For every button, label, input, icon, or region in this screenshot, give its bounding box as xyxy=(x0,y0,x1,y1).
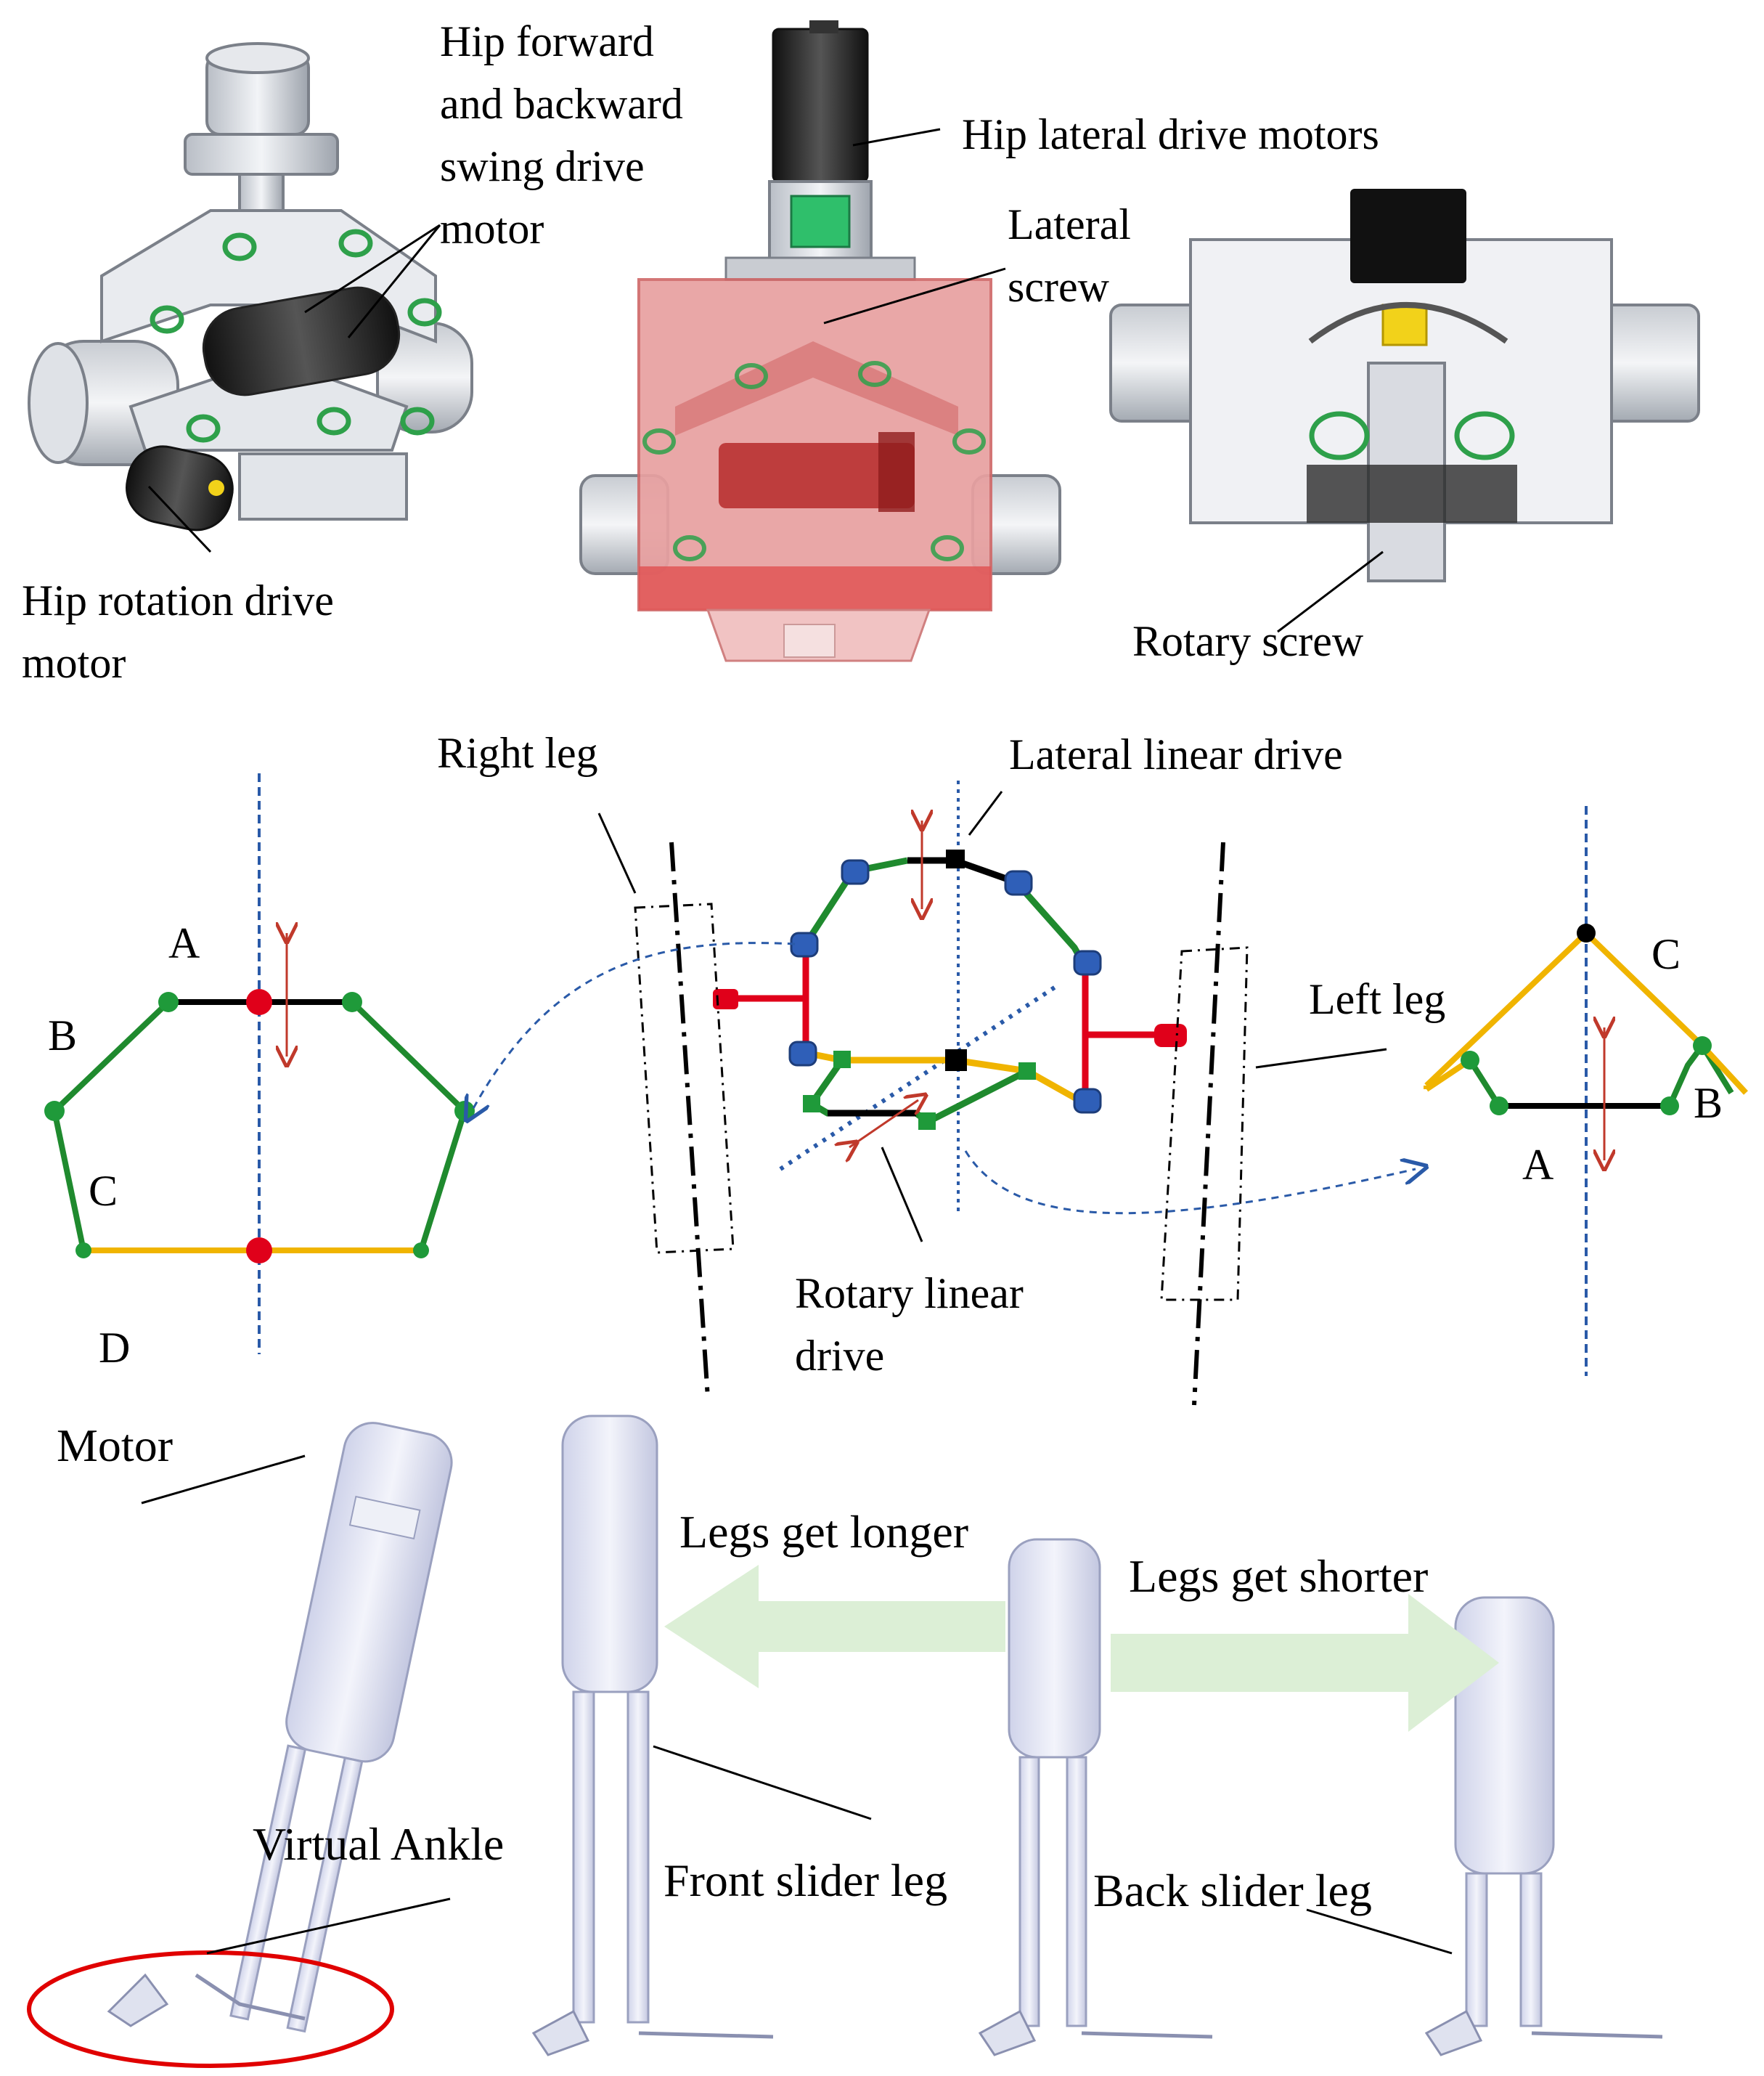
label-left-B: B xyxy=(48,1011,78,1059)
label-left-C: C xyxy=(89,1167,118,1215)
label-hip-fb-motor-4: motor xyxy=(440,205,544,253)
label-hip-fb-motor-1: Hip forward xyxy=(440,17,654,65)
hip-top-render-icon xyxy=(1109,189,1700,582)
label-left-leg: Left leg xyxy=(1309,975,1446,1023)
label-right-C: C xyxy=(1651,930,1681,978)
label-virtual-ankle: Virtual Ankle xyxy=(253,1818,505,1870)
label-lateral-screw-1: Lateral xyxy=(1008,200,1131,248)
label-motor: Motor xyxy=(57,1420,173,1471)
label-hip-fb-motor-3: swing drive xyxy=(440,142,645,190)
linkage-diagram-left xyxy=(44,773,475,1354)
label-legs-shorter: Legs get shorter xyxy=(1129,1550,1429,1602)
label-hip-fb-motor-2: and backward xyxy=(440,80,683,128)
label-lateral-linear-drive: Lateral linear drive xyxy=(1009,730,1343,778)
label-left-D: D xyxy=(99,1324,131,1372)
label-hip-lateral-motors: Hip lateral drive motors xyxy=(962,110,1379,158)
leg-render-icon xyxy=(27,1414,1663,2068)
label-right-A: A xyxy=(1522,1141,1554,1189)
label-rotary-linear-drive-1: Rotary linear xyxy=(795,1269,1024,1317)
label-lateral-screw-2: screw xyxy=(1008,263,1109,311)
label-legs-longer: Legs get longer xyxy=(679,1506,969,1558)
label-right-leg: Right leg xyxy=(437,729,598,777)
label-front-slider-leg: Front slider leg xyxy=(663,1855,948,1906)
label-back-slider-leg: Back slider leg xyxy=(1093,1865,1372,1916)
linkage-diagram-right xyxy=(1424,806,1748,1376)
linkage-diagram-center xyxy=(472,781,1416,1406)
hip-assembly-render-icon xyxy=(28,42,473,532)
label-rotary-linear-drive-2: drive xyxy=(795,1332,885,1380)
label-hip-rotation-2: motor xyxy=(22,639,126,687)
hip-front-render-icon xyxy=(579,20,1061,662)
label-hip-rotation-1: Hip rotation drive xyxy=(22,577,334,624)
label-rotary-screw: Rotary screw xyxy=(1132,617,1364,665)
label-right-B: B xyxy=(1694,1079,1723,1127)
label-left-A: A xyxy=(168,919,200,967)
